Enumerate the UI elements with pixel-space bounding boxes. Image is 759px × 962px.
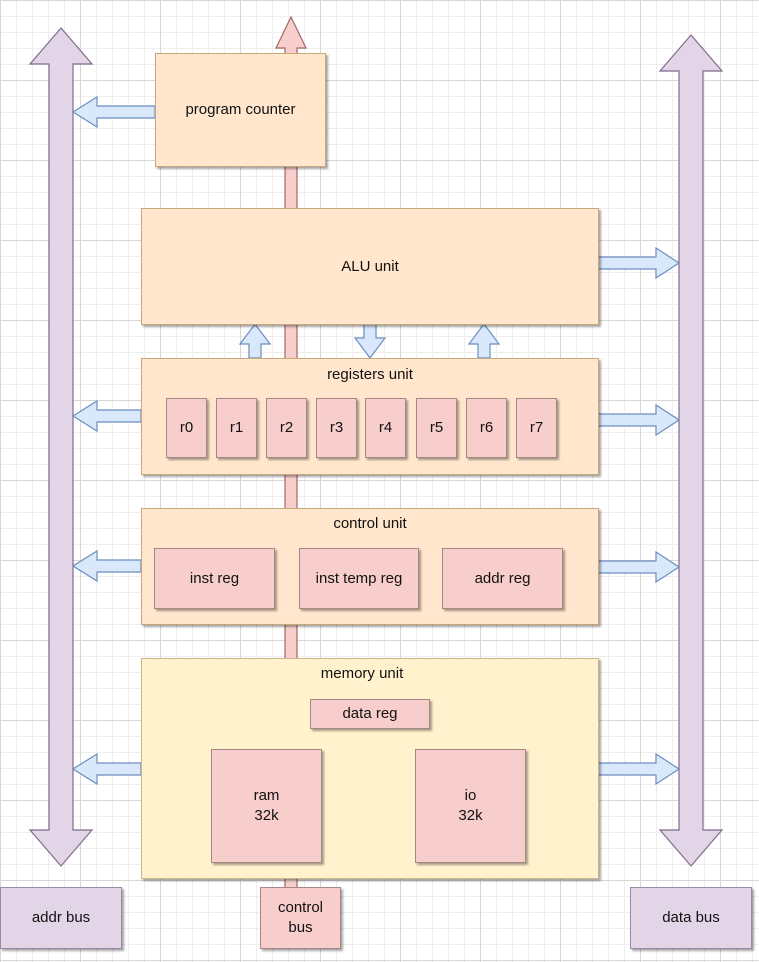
inst-reg-block: inst reg [154,548,275,609]
register-r1-label: r1 [229,419,244,436]
registers-unit-block: registers unit r0 r1 r2 r3 r4 r5 r6 r7 [141,358,599,475]
program-counter-label: program counter [185,101,296,118]
control-bus-label-block: control bus [260,887,341,949]
register-r4-label: r4 [378,419,393,436]
ram-block: ram 32k [211,749,322,863]
data-bus-arrow [658,34,724,867]
data-bus-label-block: data bus [630,887,752,949]
register-r3: r3 [316,398,357,458]
register-r4: r4 [365,398,406,458]
alu-to-register-arrow [353,323,387,359]
control-unit-block: control unit inst reg inst temp reg addr… [141,508,599,625]
inst-temp-reg-block: inst temp reg [299,548,419,609]
io-label: io 32k [458,787,483,824]
registers-to-addr-bus-arrow [71,399,142,433]
registers-to-data-bus-arrow [597,403,681,437]
data-reg-block: data reg [310,699,430,729]
addr-reg-block: addr reg [442,548,563,609]
register-r3-label: r3 [329,419,344,436]
program-counter-block: program counter [155,53,326,167]
memory-to-addr-bus-arrow [71,752,142,786]
register-r0-label: r0 [179,419,194,436]
register-r6: r6 [466,398,507,458]
control-bus-label: control bus [277,899,324,936]
inst-temp-reg-label: inst temp reg [315,569,403,587]
register-r6-label: r6 [479,419,494,436]
control-to-addr-bus-arrow [71,549,142,583]
pc-to-addr-bus-arrow [71,95,156,129]
io-block: io 32k [415,749,526,863]
data-bus-label: data bus [662,909,720,926]
register-r2-label: r2 [279,419,294,436]
data-reg-label: data reg [342,705,398,722]
addr-bus-label-block: addr bus [0,887,122,949]
register-r5-label: r5 [429,419,444,436]
register-r7: r7 [516,398,557,458]
memory-unit-block: memory unit data reg ram 32k io 32k [141,658,599,879]
control-to-data-bus-arrow [597,550,681,584]
register-r5: r5 [416,398,457,458]
addr-bus-label: addr bus [31,909,91,926]
ram-label: ram 32k [253,787,280,824]
alu-to-data-bus-arrow [597,246,681,280]
register-to-alu-arrow-right [467,323,501,359]
memory-to-data-bus-arrow [597,752,681,786]
register-r0: r0 [166,398,207,458]
addr-reg-label: addr reg [474,569,531,587]
registers-unit-title: registers unit [327,366,413,383]
alu-unit-label: ALU unit [341,257,399,275]
alu-unit-block: ALU unit [141,208,599,325]
register-r2: r2 [266,398,307,458]
memory-unit-title: memory unit [320,665,404,682]
register-r1: r1 [216,398,257,458]
addr-bus-arrow [28,27,94,867]
inst-reg-label: inst reg [189,569,240,587]
control-unit-title: control unit [333,515,407,532]
register-r7-label: r7 [529,419,544,436]
register-to-alu-arrow-left [238,323,272,359]
